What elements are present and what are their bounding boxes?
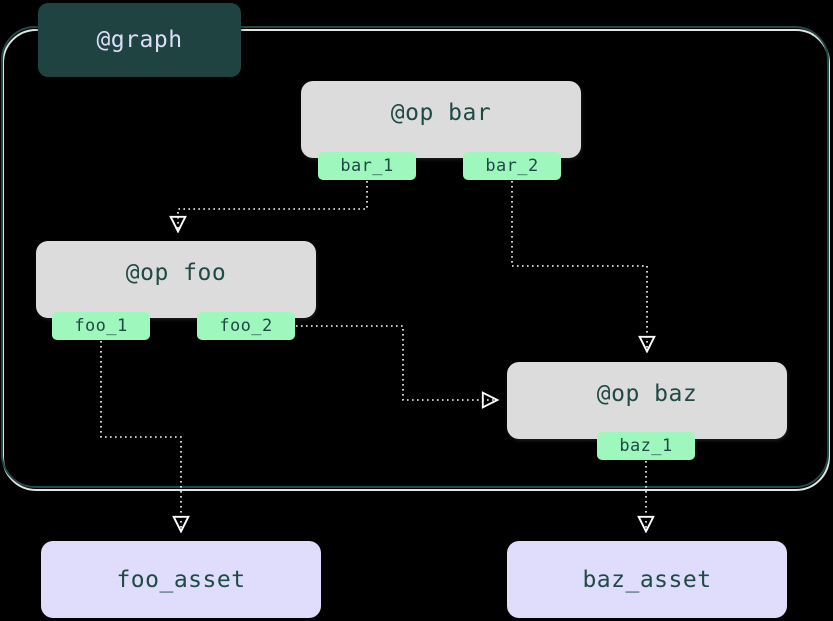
port-bar-1-label: bar_1	[340, 156, 394, 176]
port-foo-2-label: foo_2	[219, 316, 273, 336]
op-node-bar-label: @op bar	[390, 99, 492, 126]
port-bar-2[interactable]: bar_2	[463, 152, 561, 180]
port-foo-2[interactable]: foo_2	[197, 312, 295, 340]
port-baz-1[interactable]: baz_1	[597, 432, 695, 460]
port-foo-1[interactable]: foo_1	[52, 312, 150, 340]
port-foo-1-label: foo_1	[74, 316, 128, 336]
asset-node-baz-asset[interactable]: baz_asset	[507, 541, 787, 618]
op-node-baz[interactable]: @op baz	[507, 362, 787, 439]
port-baz-1-label: baz_1	[619, 436, 673, 456]
port-bar-1[interactable]: bar_1	[318, 152, 416, 180]
subgraph-label-graph[interactable]: @graph	[38, 3, 241, 77]
op-node-baz-label: @op baz	[596, 380, 698, 407]
subgraph-container-halo	[2, 29, 830, 491]
edge-foo1-to-fooasset	[100, 341, 181, 530]
op-node-foo-label: @op foo	[125, 259, 227, 286]
port-bar-2-label: bar_2	[485, 156, 539, 176]
asset-node-foo-asset-label: foo_asset	[116, 566, 246, 593]
subgraph-label-text: @graph	[96, 27, 183, 53]
subgraph-container-graph[interactable]	[1, 26, 829, 488]
asset-node-baz-asset-label: baz_asset	[582, 566, 712, 593]
asset-node-foo-asset[interactable]: foo_asset	[41, 541, 321, 618]
op-node-foo[interactable]: @op foo	[36, 241, 316, 318]
op-node-bar[interactable]: @op bar	[301, 81, 581, 158]
